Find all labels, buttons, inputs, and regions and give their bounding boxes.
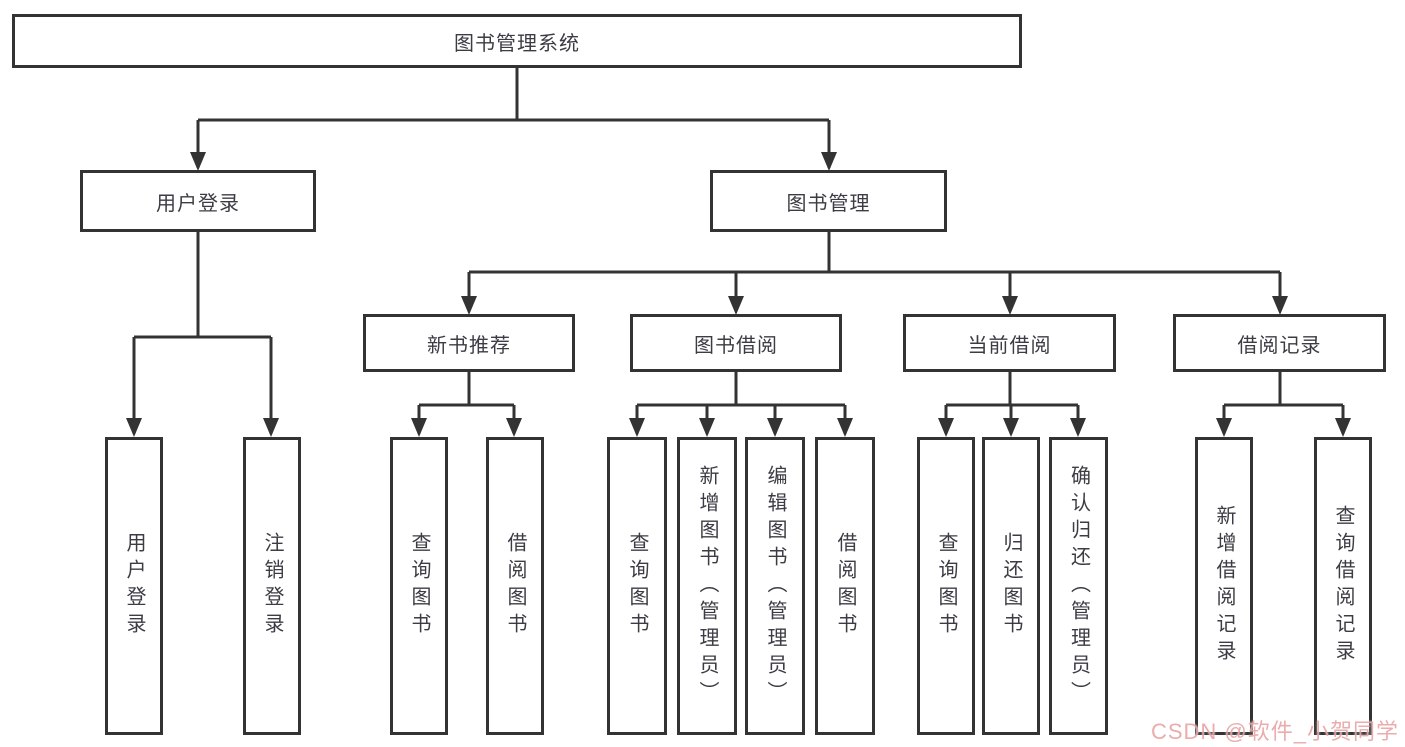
node-book-borrow: 图书借阅 bbox=[630, 314, 842, 372]
arrowhead-icon bbox=[1335, 418, 1351, 437]
node-new-books: 新书推荐 bbox=[363, 314, 575, 372]
arrowhead-icon bbox=[837, 418, 853, 437]
node-logout: 注销登录 bbox=[243, 437, 301, 735]
connector-newbooks-children bbox=[417, 372, 516, 434]
connector-current-children bbox=[944, 372, 1080, 434]
node-newbooks-query: 查询图书 bbox=[390, 437, 448, 735]
connector-records-children bbox=[1222, 372, 1345, 434]
node-add-record: 新增借阅记录 bbox=[1195, 437, 1253, 735]
arrowhead-icon bbox=[461, 296, 477, 315]
node-root: 图书管理系统 bbox=[12, 14, 1022, 68]
arrowhead-icon bbox=[728, 296, 744, 315]
arrowhead-icon bbox=[263, 418, 279, 437]
node-query-record: 查询借阅记录 bbox=[1314, 437, 1372, 735]
node-borrow-add-admin: 新增图书（管理员） bbox=[677, 437, 737, 735]
arrowhead-icon bbox=[126, 418, 142, 437]
arrowhead-icon bbox=[1003, 418, 1019, 437]
node-user-login: 用户登录 bbox=[80, 170, 316, 232]
arrowhead-icon bbox=[1002, 296, 1018, 315]
node-current-borrow: 当前借阅 bbox=[903, 314, 1116, 372]
arrowhead-icon bbox=[629, 418, 645, 437]
connector-login-children bbox=[132, 232, 273, 434]
connector-mgmt-to-level3 bbox=[467, 232, 1282, 311]
node-borrow-records: 借阅记录 bbox=[1173, 314, 1386, 372]
watermark-text: CSDN @软件_小贺同学 bbox=[1150, 719, 1399, 744]
arrowhead-icon bbox=[821, 152, 837, 171]
connector-borrow-children bbox=[635, 372, 847, 434]
node-user-login-action: 用户登录 bbox=[105, 437, 163, 735]
node-borrow-query: 查询图书 bbox=[607, 437, 667, 735]
arrowhead-icon bbox=[190, 152, 206, 171]
node-borrow-edit-admin: 编辑图书（管理员） bbox=[745, 437, 805, 735]
arrowhead-icon bbox=[938, 418, 954, 437]
node-current-query: 查询图书 bbox=[917, 437, 975, 735]
arrowhead-icon bbox=[411, 418, 427, 437]
node-book-mgmt: 图书管理 bbox=[710, 170, 947, 232]
arrowhead-icon bbox=[699, 418, 715, 437]
node-newbooks-borrow: 借阅图书 bbox=[486, 437, 544, 735]
arrowhead-icon bbox=[1272, 296, 1288, 315]
node-return-book: 归还图书 bbox=[982, 437, 1040, 735]
node-borrow-book: 借阅图书 bbox=[815, 437, 875, 735]
connector-root-to-level2 bbox=[196, 68, 831, 168]
node-confirm-return-admin: 确认归还（管理员） bbox=[1049, 437, 1108, 735]
arrowhead-icon bbox=[1216, 418, 1232, 437]
arrowhead-icon bbox=[1070, 418, 1086, 437]
arrowhead-icon bbox=[767, 418, 783, 437]
arrowhead-icon bbox=[506, 418, 522, 437]
